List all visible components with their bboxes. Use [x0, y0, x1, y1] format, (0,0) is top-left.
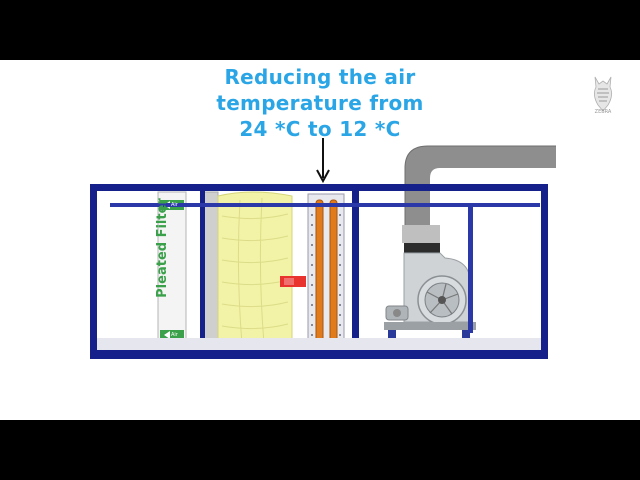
pleated-filter-label: Pleated Filter: [155, 198, 170, 298]
logo-text: ZEBRA: [594, 109, 612, 115]
duct: [402, 145, 556, 243]
unit-frame: [90, 184, 548, 359]
pleated-filter-panel: [157, 191, 187, 349]
zebra-logo-icon: [594, 76, 612, 112]
filter-tag-bottom: Air: [171, 332, 178, 338]
letterbox-bottom: [0, 420, 640, 480]
caption-line-1: Reducing the air: [224, 65, 416, 89]
heat-indicator: [280, 276, 306, 287]
cooling-coil: [307, 193, 345, 353]
filter-tag-top: Air: [171, 202, 178, 208]
air-handling-unit-illustration: [90, 138, 556, 359]
caption-line-3: 24 *C to 12 *C: [239, 117, 401, 141]
caption-line-2: temperature from: [216, 91, 424, 115]
ahu-scene: Reducing the air temperature from 24 *C …: [0, 60, 640, 420]
down-arrow-icon: [316, 138, 330, 184]
bag-filter: [203, 191, 293, 351]
fan-blower: [384, 243, 476, 338]
letterbox-top: [0, 0, 640, 60]
caption-text: Reducing the air temperature from 24 *C …: [190, 64, 450, 142]
